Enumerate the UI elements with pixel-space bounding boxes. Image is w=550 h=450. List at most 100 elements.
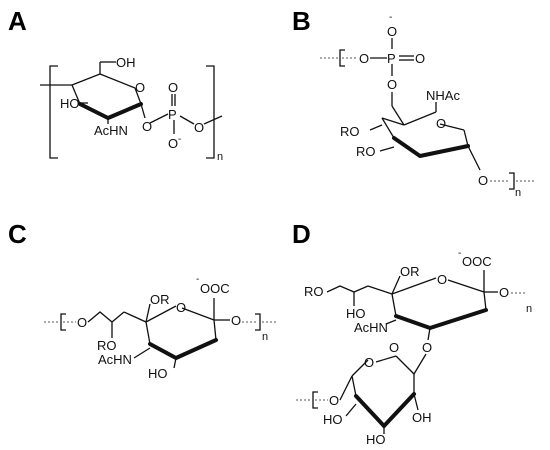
bond	[367, 285, 393, 295]
atom-o-link: O	[142, 119, 152, 134]
bracket-left	[49, 65, 58, 159]
bond	[381, 117, 395, 139]
glcnac-ring	[71, 61, 146, 124]
atom-o-right: O	[194, 120, 204, 135]
repeat-n: n	[262, 331, 268, 343]
bond	[391, 277, 437, 295]
bond	[447, 279, 485, 293]
bond	[351, 375, 357, 397]
atom-o-mid: O	[387, 77, 397, 92]
bond	[99, 73, 136, 89]
atom-achn: AcHN	[94, 123, 128, 138]
repeat-n: n	[515, 187, 521, 199]
bond	[145, 305, 177, 323]
bond	[483, 291, 487, 311]
bond	[181, 307, 215, 321]
atom-achn: AcHN	[354, 320, 388, 335]
charge-minus: -	[178, 134, 181, 145]
atom-ho-3: HO	[366, 432, 386, 447]
bond	[140, 103, 146, 119]
panel-label-c: C	[8, 219, 27, 249]
bond	[179, 115, 195, 125]
atom-or: OR	[150, 292, 170, 307]
atom-o-bottom: O	[478, 173, 488, 188]
atom-ho-2: HO	[323, 412, 343, 427]
panel-b: B O P O - O O NHAc O R	[292, 6, 536, 199]
atom-o-right: O	[415, 51, 425, 66]
bracket-right	[509, 172, 515, 190]
bond	[391, 293, 397, 317]
sialic-acid-ring	[367, 270, 498, 341]
bond	[123, 311, 147, 323]
atom-o-bridge: O	[389, 340, 399, 355]
panel-c: C O RO OR - OOC O O AcHN HO	[8, 219, 276, 381]
atom-ring-o: O	[135, 80, 145, 95]
atom-or: OR	[400, 264, 420, 279]
atom-ro: RO	[304, 284, 324, 299]
atom-ro-2: RO	[356, 144, 376, 159]
bond	[145, 303, 151, 323]
atom-o-right: O	[499, 285, 509, 300]
atom-nhac: NHAc	[426, 88, 460, 103]
atom-o-link: O	[422, 340, 432, 355]
bold-bond	[78, 102, 143, 120]
bond	[391, 275, 401, 295]
bond	[413, 393, 419, 411]
atom-ro-1: RO	[340, 124, 360, 139]
hexose-ring	[339, 355, 419, 434]
bond	[213, 319, 217, 341]
bracket-left	[312, 391, 318, 409]
atom-o-top: O	[168, 80, 178, 95]
atom-ho: HO	[148, 366, 168, 381]
bracket-right	[255, 313, 261, 331]
bond	[134, 87, 142, 105]
glycerol-chain	[87, 311, 125, 323]
atom-ro: RO	[97, 338, 117, 353]
panel-label-b: B	[292, 6, 311, 36]
atom-oh: OH	[116, 55, 136, 70]
bond	[145, 321, 151, 345]
atom-o-left: O	[329, 393, 339, 408]
atom-p: P	[168, 107, 177, 122]
charge-minus: -	[196, 274, 199, 285]
atom-coo: OOC	[462, 254, 492, 269]
bond	[427, 327, 431, 341]
atom-oh: OH	[412, 410, 432, 425]
bracket-left	[60, 313, 66, 331]
atom-achn: AcHN	[98, 352, 132, 367]
bond	[345, 403, 357, 417]
glycerol-chain	[326, 285, 369, 293]
repeat-n: n	[217, 151, 223, 163]
bond	[339, 375, 353, 401]
atom-coo: OOC	[200, 281, 230, 296]
bond	[379, 146, 395, 152]
bond	[203, 115, 223, 125]
sialic-acid-ring	[123, 298, 230, 369]
bond	[403, 111, 437, 126]
panel-label-a: A	[8, 6, 27, 36]
bond	[391, 105, 405, 126]
bond	[71, 73, 101, 86]
atom-o-right: O	[231, 313, 241, 328]
bond	[463, 129, 469, 147]
atom-o-top: O	[387, 24, 397, 39]
bond	[375, 355, 397, 363]
bold-bond	[148, 338, 218, 360]
bond	[369, 124, 383, 131]
charge-minus: -	[389, 12, 392, 23]
mannose-ring	[369, 102, 481, 171]
bold-bond	[392, 136, 470, 158]
bracket-left	[339, 49, 345, 67]
bond	[173, 357, 177, 369]
bond	[439, 123, 465, 131]
bond	[149, 113, 169, 124]
atom-o-left: O	[359, 51, 369, 66]
bracket-right	[206, 65, 215, 159]
bond	[351, 359, 369, 377]
atom-o-minus: O	[168, 136, 178, 151]
panel-d: D RO HO OR - OOC O O AcHN O	[292, 219, 532, 447]
atom-ho: HO	[60, 96, 80, 111]
panel-label-d: D	[292, 219, 311, 249]
atom-ho-1: HO	[346, 306, 366, 321]
